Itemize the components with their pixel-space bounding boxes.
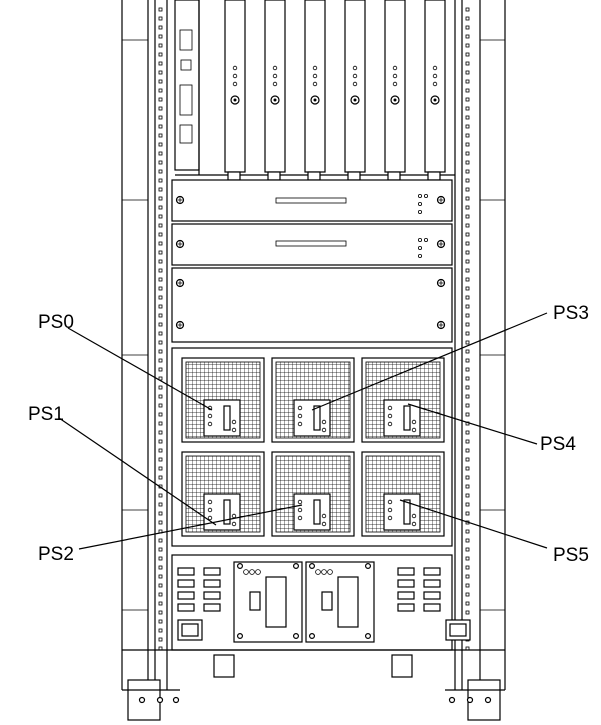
rail-perforations [158,7,470,651]
drive-bays [171,179,453,343]
callout-ps5: PS5 [553,545,589,566]
cabinet-frame [121,0,506,690]
cabinet-base [122,649,505,721]
callout-leaders [58,312,548,550]
system-board-slots [174,0,455,181]
callout-ps1: PS1 [28,404,64,425]
callout-ps4: PS4 [540,434,576,455]
callout-ps2: PS2 [38,544,74,565]
power-supply-grid [171,347,453,547]
callout-ps3: PS3 [553,303,589,324]
callout-ps0: PS0 [38,312,74,333]
io-panel [171,554,471,651]
